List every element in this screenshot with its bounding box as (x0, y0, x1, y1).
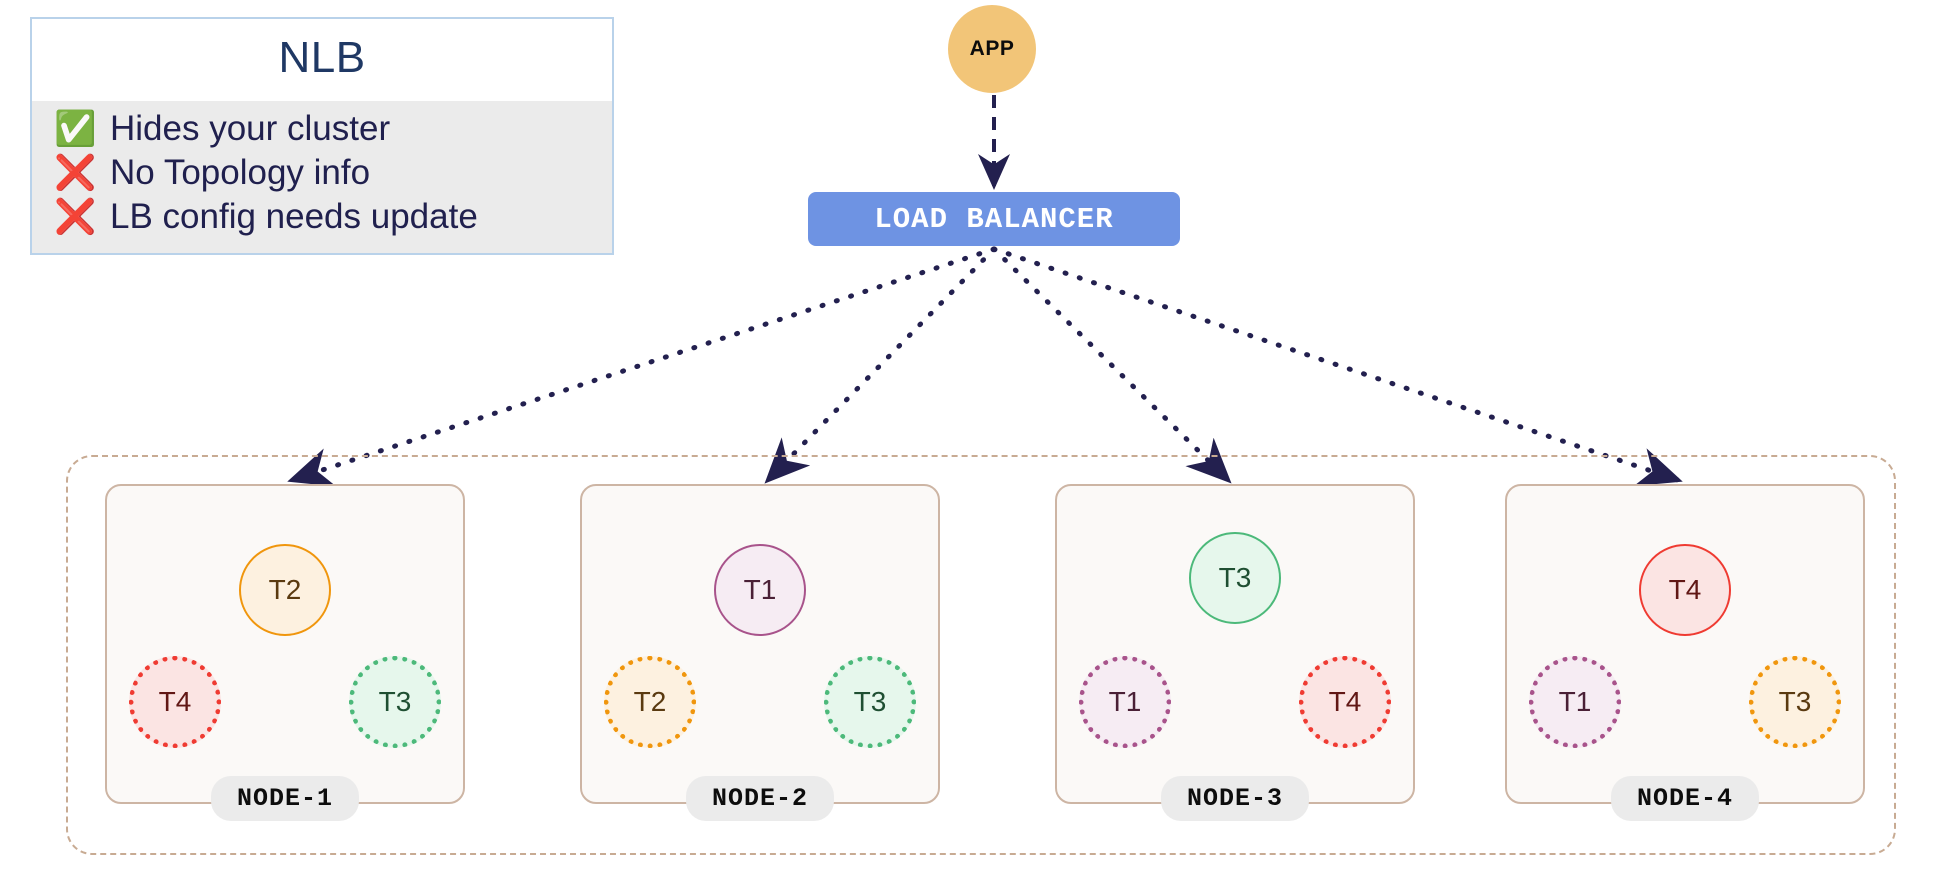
shard-primary: T2 (239, 544, 331, 636)
legend-row: ✅ Hides your cluster (32, 107, 612, 151)
node-label-3: NODE-3 (1160, 776, 1310, 821)
legend-item-label: No Topology info (110, 153, 371, 192)
nlb-legend-body: ✅ Hides your cluster ❌ No Topology info … (32, 101, 612, 253)
node-box-2: T1 T2 T3 NODE-2 (580, 484, 940, 821)
shard-replica-right: T3 (824, 656, 916, 748)
app-node: APP (948, 5, 1036, 93)
cross-mark-icon: ❌ (54, 198, 97, 236)
node-box-3: T3 T1 T4 NODE-3 (1055, 484, 1415, 821)
legend-row: ❌ LB config needs update (32, 195, 612, 239)
node-label-4: NODE-4 (1610, 776, 1760, 821)
legend-item-label: LB config needs update (110, 197, 478, 236)
cluster-boundary (66, 455, 1896, 855)
shard-replica-left: T1 (1529, 656, 1621, 748)
nlb-legend-box: NLB ✅ Hides your cluster ❌ No Topology i… (30, 17, 614, 255)
node-box-4: T4 T1 T3 NODE-4 (1505, 484, 1865, 821)
node-box-1: T2 T4 T3 NODE-1 (105, 484, 465, 821)
load-balancer-node: LOAD BALANCER (808, 192, 1180, 246)
arrow-lb-to-node-4 (991, 246, 1683, 487)
arrow-lb-to-node-2 (764, 246, 997, 484)
shard-primary: T1 (714, 544, 806, 636)
shard-replica-left: T2 (604, 656, 696, 748)
node-label-1: NODE-1 (210, 776, 360, 821)
shard-replica-left: T4 (129, 656, 221, 748)
check-mark-icon: ✅ (54, 110, 97, 148)
shard-replica-right: T4 (1299, 656, 1391, 748)
cross-mark-icon: ❌ (54, 154, 97, 192)
arrow-lb-to-node-1 (287, 246, 997, 487)
legend-item-label: Hides your cluster (110, 109, 391, 148)
shard-primary: T4 (1639, 544, 1731, 636)
nlb-legend-title: NLB (32, 19, 612, 101)
shard-replica-right: T3 (349, 656, 441, 748)
legend-row: ❌ No Topology info (32, 151, 612, 195)
node-label-2: NODE-2 (685, 776, 835, 821)
shard-replica-left: T1 (1079, 656, 1171, 748)
shard-primary: T3 (1189, 532, 1281, 624)
shard-replica-right: T3 (1749, 656, 1841, 748)
arrow-lb-to-node-3 (991, 246, 1232, 484)
